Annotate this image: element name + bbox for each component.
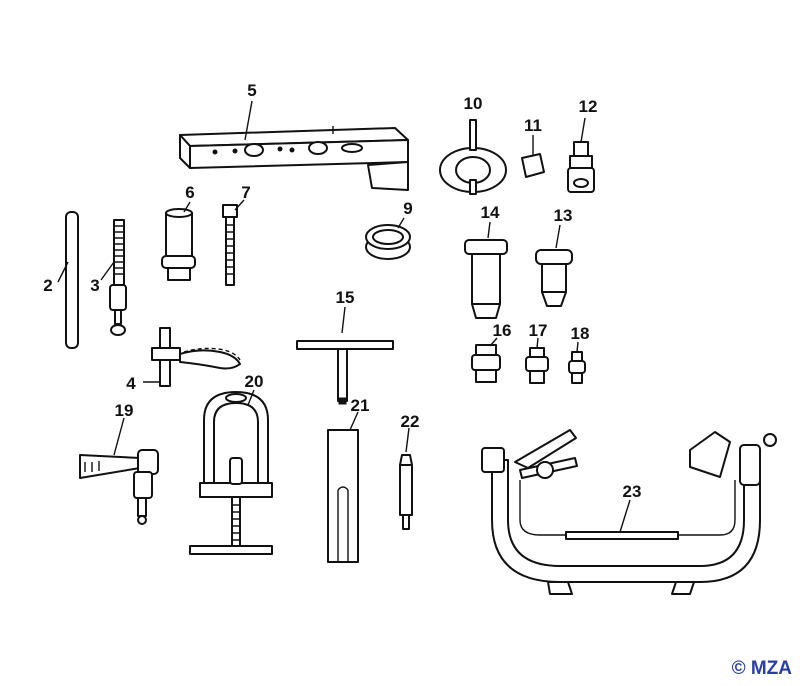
part-label-3: 3 bbox=[90, 276, 99, 295]
part-label-6: 6 bbox=[185, 183, 194, 202]
part-16-adapter bbox=[471, 337, 501, 383]
part-label-11: 11 bbox=[524, 116, 542, 135]
part-7-bolt bbox=[222, 199, 245, 286]
part-label-4: 4 bbox=[126, 374, 136, 393]
part-23-main-stand bbox=[481, 429, 777, 595]
part-label-19: 19 bbox=[115, 401, 134, 420]
part-label-17: 17 bbox=[529, 321, 548, 340]
part-3-threaded-rod bbox=[100, 219, 127, 336]
part-18-adapter bbox=[568, 341, 586, 384]
part-label-15: 15 bbox=[336, 288, 355, 307]
copyright-mark: © MZA bbox=[731, 658, 792, 679]
part-label-10: 10 bbox=[464, 94, 483, 113]
part-13-mandrel bbox=[535, 224, 573, 307]
part-2-rod bbox=[57, 211, 79, 349]
part-6-sleeve bbox=[161, 201, 196, 281]
part-22-pin bbox=[399, 427, 413, 530]
part-label-12: 12 bbox=[579, 97, 598, 116]
part-label-23: 23 bbox=[623, 482, 642, 501]
part-label-2: 2 bbox=[43, 276, 52, 295]
part-10-ring bbox=[439, 119, 507, 195]
part-15-t-handle bbox=[296, 306, 394, 405]
part-label-7: 7 bbox=[241, 183, 250, 202]
part-14-mandrel bbox=[464, 221, 508, 319]
part-label-18: 18 bbox=[571, 324, 590, 343]
part-11-clip bbox=[521, 135, 545, 178]
part-9-ring bbox=[365, 217, 411, 260]
part-label-21: 21 bbox=[351, 396, 370, 415]
part-20-press-frame bbox=[189, 389, 273, 555]
part-label-22: 22 bbox=[401, 412, 420, 431]
part-4-chain-tool bbox=[143, 327, 241, 387]
part-label-16: 16 bbox=[493, 321, 512, 340]
part-label-14: 14 bbox=[481, 203, 500, 222]
part-17-adapter bbox=[525, 337, 549, 384]
part-label-5: 5 bbox=[247, 81, 256, 100]
part-19-wedge-tool bbox=[79, 417, 159, 525]
part-label-13: 13 bbox=[554, 206, 573, 225]
part-label-20: 20 bbox=[245, 372, 264, 391]
part-12-nut bbox=[567, 117, 595, 193]
part-5-frame-bar bbox=[179, 100, 409, 191]
part-label-9: 9 bbox=[403, 199, 412, 218]
part-21-slotted-bar bbox=[327, 411, 359, 563]
